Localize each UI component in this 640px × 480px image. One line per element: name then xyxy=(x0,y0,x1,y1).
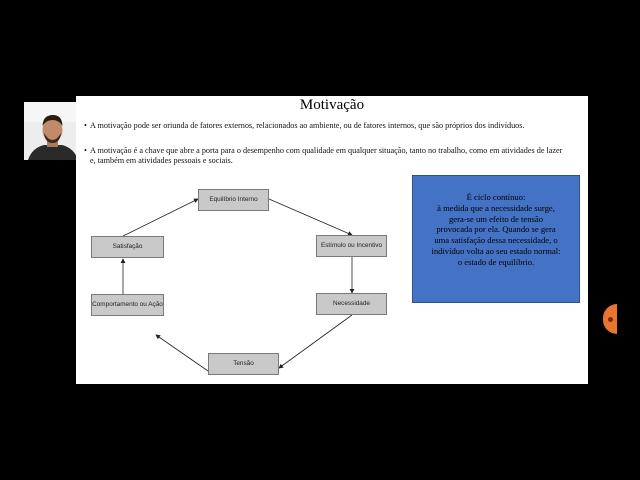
arrow-satisfacao-equilibrio xyxy=(123,199,198,236)
node-satisfacao: Satisfação xyxy=(91,236,164,258)
arrow-tensao-comportamento xyxy=(156,335,208,371)
bullet-symbol: • xyxy=(84,146,87,156)
node-equilibrio-interno: Equilíbrio Interno xyxy=(198,189,269,211)
info-line: à medida que a necessidade surge, xyxy=(417,203,575,214)
arrow-necessidade-tensao xyxy=(279,315,352,368)
info-line: É ciclo contínuo: xyxy=(417,192,575,203)
person-icon xyxy=(24,102,81,160)
node-tensao: Tensão xyxy=(208,353,279,375)
side-button-icon xyxy=(608,317,613,322)
info-line: indivíduo volta ao seu estado normal: xyxy=(417,246,575,257)
bullet-text: A motivação é a chave que abre a porta p… xyxy=(84,146,569,166)
bullet-item: • A motivação pode ser oriunda de fatore… xyxy=(84,121,569,131)
arrow-equilibrio-estimulo xyxy=(269,199,352,235)
bullet-item: • A motivação é a chave que abre a porta… xyxy=(84,146,569,166)
slide-title: Motivação xyxy=(76,97,588,114)
info-line: gera-se um efeito de tensão xyxy=(417,214,575,225)
presenter-webcam xyxy=(24,102,81,160)
node-estimulo-incentivo: Estímulo ou Incentivo xyxy=(316,235,387,257)
bullet-symbol: • xyxy=(84,121,87,131)
slide: Motivação • A motivação pode ser oriunda… xyxy=(76,96,588,384)
bullet-text: A motivação pode ser oriunda de fatores … xyxy=(84,121,569,131)
info-line: o estado de equilíbrio. xyxy=(417,257,575,268)
cycle-explanation-box: É ciclo contínuo: à medida que a necessi… xyxy=(412,175,580,303)
side-panel-toggle-button[interactable] xyxy=(603,304,617,334)
node-necessidade: Necessidade xyxy=(316,293,387,315)
info-line: provocada por ela. Quando se gera xyxy=(417,224,575,235)
info-line: uma satisfação dessa necessidade, o xyxy=(417,235,575,246)
node-comportamento-acao: Comportamento ou Ação xyxy=(91,294,164,316)
